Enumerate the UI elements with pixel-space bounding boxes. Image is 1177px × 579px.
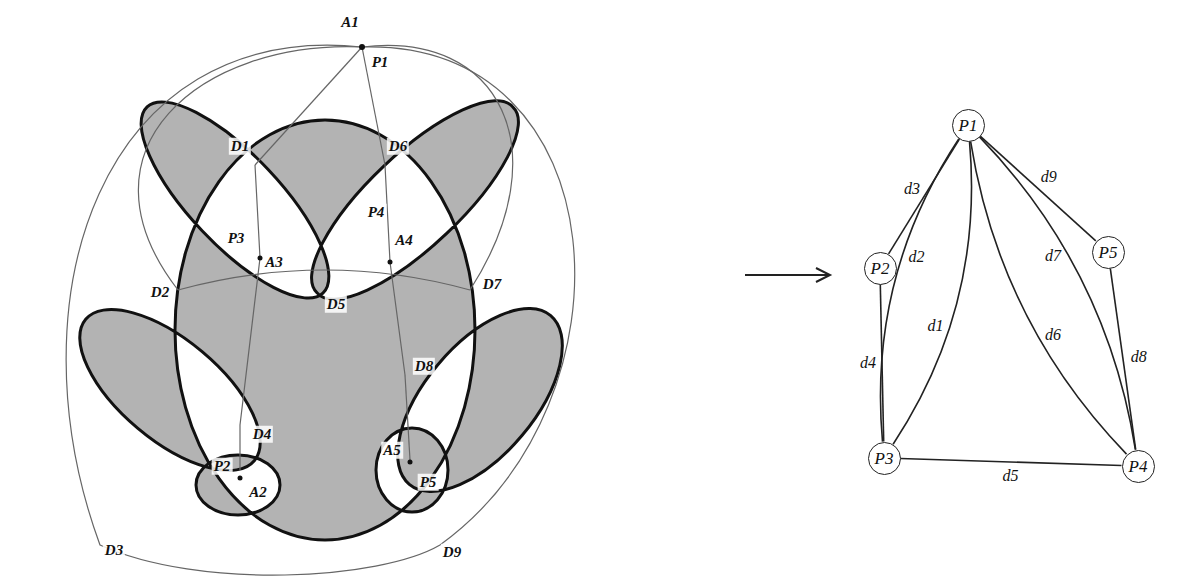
- graph-edge: [980, 137, 1136, 450]
- graph-vertex: P4: [1122, 450, 1155, 483]
- graph-vertex: P1: [952, 109, 985, 142]
- edge-label: d2: [907, 248, 927, 266]
- region-label: P3: [226, 230, 247, 247]
- region-label: A1: [339, 14, 361, 31]
- medial-graph-lines: [66, 45, 575, 575]
- region-label: D2: [149, 284, 171, 301]
- region-label: D8: [413, 358, 435, 375]
- region-label: A4: [393, 232, 415, 249]
- transform-arrow: [745, 268, 830, 282]
- edge-label: d5: [1001, 467, 1021, 485]
- region-label: D9: [441, 544, 463, 561]
- edge-label: d7: [1043, 248, 1063, 266]
- graph-vertex: P5: [1092, 236, 1125, 269]
- region-label: P5: [418, 474, 439, 491]
- region-label: D5: [325, 296, 347, 313]
- region-markers: [238, 44, 413, 481]
- graph-edge: [893, 141, 971, 444]
- graph-vertex: P2: [864, 252, 897, 285]
- vertex-label: P4: [1129, 458, 1148, 475]
- edge-label: d4: [858, 354, 878, 372]
- vertex-label: P1: [959, 117, 978, 134]
- graph-edge: [880, 139, 958, 442]
- region-label: D1: [229, 138, 251, 155]
- vertex-label: P3: [875, 450, 894, 467]
- region-label: D3: [103, 542, 125, 559]
- graph-edge: [901, 459, 1122, 466]
- region-label: D7: [481, 276, 503, 293]
- graph-edge: [880, 285, 883, 442]
- region-label: A3: [263, 254, 285, 271]
- graph-edge: [980, 136, 1096, 241]
- edge-label: d9: [1039, 168, 1059, 186]
- vertex-label: P2: [871, 260, 890, 277]
- region-label: P1: [370, 54, 391, 71]
- edge-label: d8: [1129, 348, 1149, 366]
- region-label: D6: [387, 138, 409, 155]
- graph-edge: [971, 141, 1127, 454]
- edge-label: d6: [1043, 326, 1063, 344]
- graph-vertex: P3: [868, 442, 901, 475]
- region-label: D4: [251, 426, 273, 443]
- graph-edge: [889, 139, 960, 254]
- region-label: A5: [381, 442, 403, 459]
- edge-label: d3: [902, 180, 922, 198]
- edge-label: d1: [925, 317, 945, 335]
- region-label: P4: [366, 204, 387, 221]
- region-label: A2: [247, 484, 269, 501]
- knot-shaded-regions: [80, 101, 563, 540]
- vertex-label: P5: [1099, 244, 1118, 261]
- region-label: P2: [212, 458, 233, 475]
